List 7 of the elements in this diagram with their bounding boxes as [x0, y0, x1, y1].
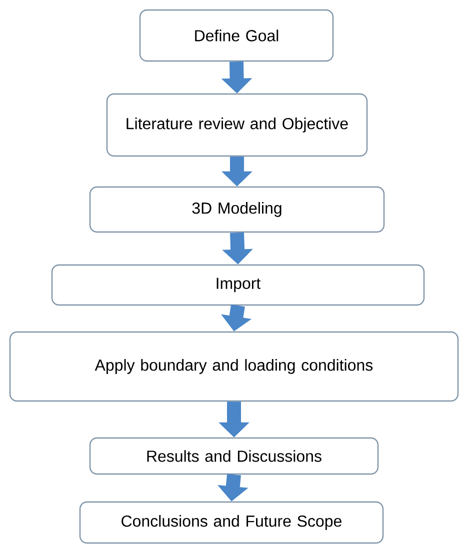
process-box: Results and Discussions	[89, 437, 379, 475]
process-box: Import	[51, 264, 425, 306]
process-box: Apply boundary and loading conditions	[9, 331, 459, 402]
process-box: Literature review and Objective	[106, 93, 368, 157]
process-box: Define Goal	[139, 9, 334, 62]
process-box: 3D Modeling	[89, 186, 385, 233]
process-box: Conclusions and Future Scope	[79, 501, 384, 544]
